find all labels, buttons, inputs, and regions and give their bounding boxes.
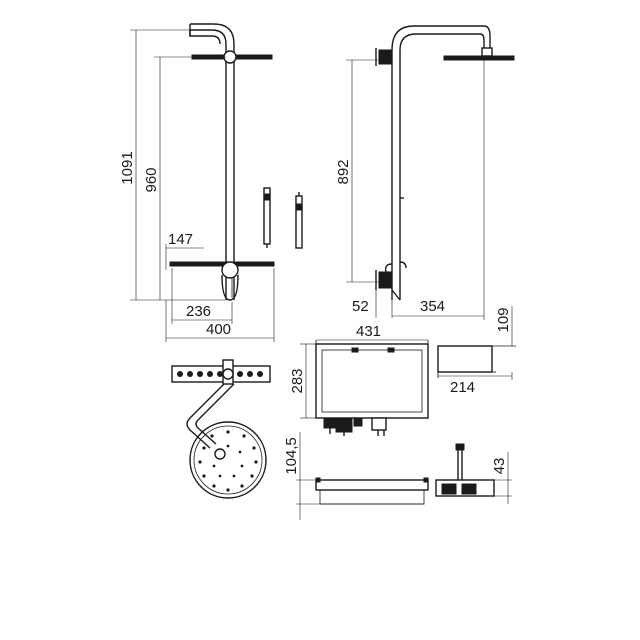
top-view-arm-and-head [171, 359, 271, 499]
dim-1091: 1091 [119, 151, 136, 184]
control-box-front [315, 340, 429, 436]
dim-52: 52 [352, 298, 369, 315]
side-view-dimensions: 892 52 354 [335, 59, 485, 320]
dim-104-5: 104,5 [283, 437, 300, 475]
dim-960: 960 [143, 167, 160, 192]
hand-shower-1 [263, 187, 271, 248]
dim-236: 236 [186, 303, 211, 320]
dim-43: 43 [491, 458, 508, 475]
side-shower-head [443, 55, 515, 61]
control-box-dimensions: 431 283 [289, 323, 428, 419]
dim-400: 400 [206, 321, 231, 338]
small-box-side [437, 345, 516, 378]
upper-bracket [378, 49, 393, 65]
lower-bracket [378, 271, 393, 289]
small-box-dimensions: 109 214 [438, 306, 513, 396]
dim-147: 147 [168, 231, 193, 248]
dim-354: 354 [420, 298, 445, 315]
dim-283: 283 [289, 368, 306, 393]
dim-109: 109 [495, 307, 512, 332]
control-box-body [315, 343, 429, 419]
front-view-dimensions: 1091 960 147 236 400 [119, 29, 275, 342]
dim-431: 431 [356, 323, 381, 340]
side-view-shower-column [375, 25, 515, 301]
mixer-valve [221, 261, 239, 279]
small-box-body [437, 345, 493, 373]
dim-892: 892 [335, 159, 352, 184]
round-shower-head [189, 421, 267, 499]
hand-shower-2 [295, 192, 303, 249]
flat-tray [315, 479, 429, 491]
bottom-tray-side [315, 477, 429, 505]
bottom-dimensions: 104,5 43 [283, 432, 512, 520]
dim-214: 214 [450, 379, 475, 396]
junction-box [435, 443, 495, 497]
front-view-shower-column [169, 23, 275, 301]
bottom-tray-bar [169, 261, 275, 267]
